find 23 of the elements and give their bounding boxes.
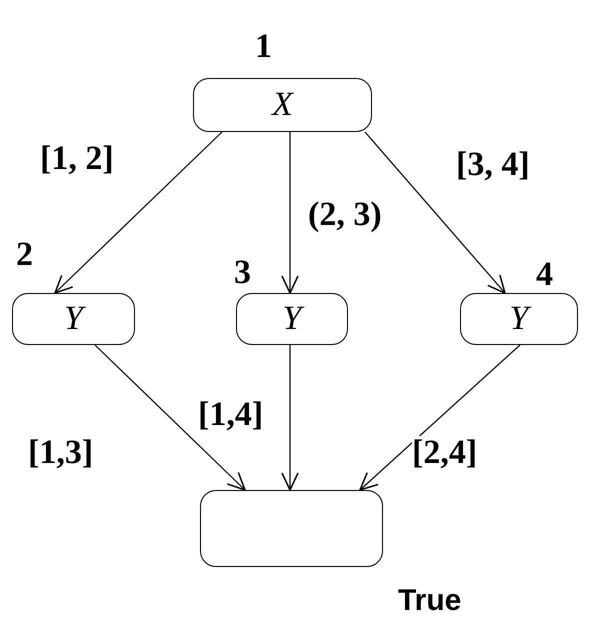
edge-label: [3, 4] — [456, 148, 530, 182]
rounded-box — [200, 490, 383, 567]
rounded-box — [236, 293, 348, 345]
node-number: 1 — [255, 28, 272, 66]
arrow — [281, 132, 299, 294]
rounded-box — [12, 293, 135, 345]
rounded-box — [460, 293, 578, 345]
arrow — [94, 344, 246, 491]
arrow — [359, 344, 520, 491]
arrow — [54, 132, 222, 294]
edge-label: [2,4] — [412, 436, 478, 470]
edge-label: [1, 2] — [40, 142, 114, 176]
node-label: X — [272, 86, 293, 124]
node-caption: True — [398, 584, 462, 618]
arrow — [281, 345, 299, 491]
node-number: 2 — [16, 236, 33, 274]
arrow — [364, 132, 506, 294]
node-number: 3 — [234, 254, 251, 292]
node-number: 4 — [536, 256, 553, 294]
edge-label: [1,3] — [28, 436, 94, 470]
edge-label: (2, 3) — [308, 198, 382, 232]
edge-label: [1,4] — [198, 398, 264, 432]
rounded-box — [193, 78, 372, 132]
